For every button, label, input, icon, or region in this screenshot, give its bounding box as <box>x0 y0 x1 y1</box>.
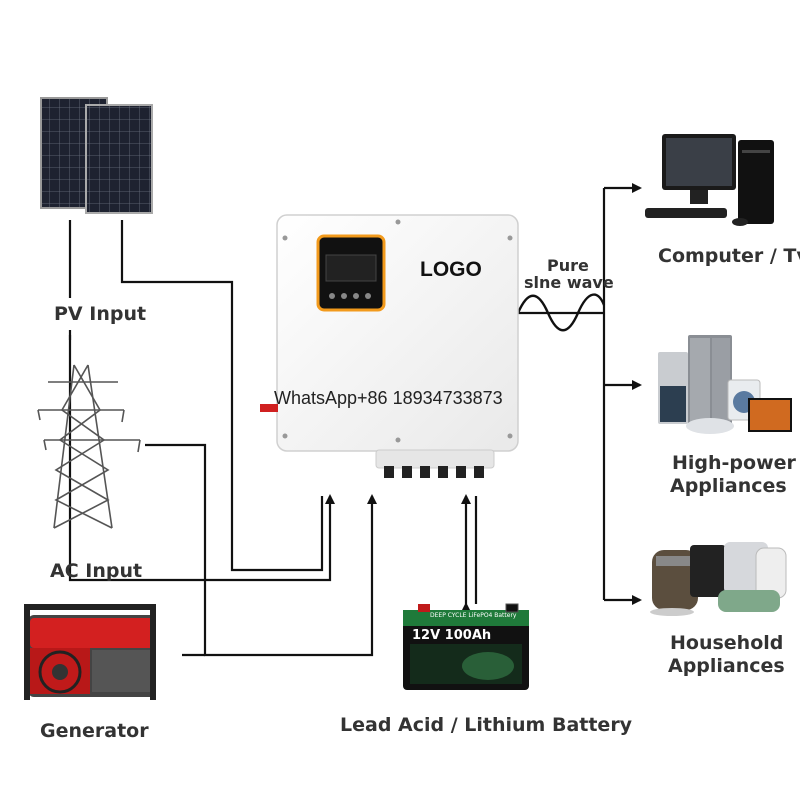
computer-icon <box>645 134 774 226</box>
battery-icon <box>403 603 529 690</box>
high-power-appliances-icon <box>658 335 792 434</box>
ac-input-label: AC Input <box>50 560 143 582</box>
household-label-line2: Appliances <box>668 655 785 677</box>
household-label-line1: Household <box>670 632 784 654</box>
sine-wave-label-line2: slne wave <box>524 273 614 292</box>
battery-header-text: DEEP CYCLE LiFePO4 Battery <box>430 612 517 619</box>
household-appliances-icon <box>650 542 787 616</box>
wiring <box>68 183 642 657</box>
battery-rating-text: 12V 100Ah <box>412 628 492 643</box>
sine-wave-label-line1: Pure <box>547 256 589 275</box>
pv-input-label: PV Input <box>54 303 147 325</box>
computer-tv-label: Computer / Tv <box>658 245 800 267</box>
generator-icon <box>24 604 156 700</box>
high-power-label-line2: Appliances <box>670 475 787 497</box>
pv-wire-inner <box>120 220 324 572</box>
pv-wire-outer <box>68 335 335 582</box>
inverter-logo: LOGO <box>420 258 482 281</box>
battery-label: Lead Acid / Lithium Battery <box>340 714 633 736</box>
solar-panels-icon <box>40 97 153 214</box>
high-power-label-line1: High-power <box>672 452 796 474</box>
transmission-tower-icon <box>37 364 141 529</box>
ac-wire <box>145 443 377 657</box>
watermark-text: WhatsApp+86 18934733873 <box>274 388 503 408</box>
generator-label: Generator <box>40 720 149 742</box>
sine-wave <box>516 293 606 332</box>
inverter-icon <box>260 214 519 478</box>
